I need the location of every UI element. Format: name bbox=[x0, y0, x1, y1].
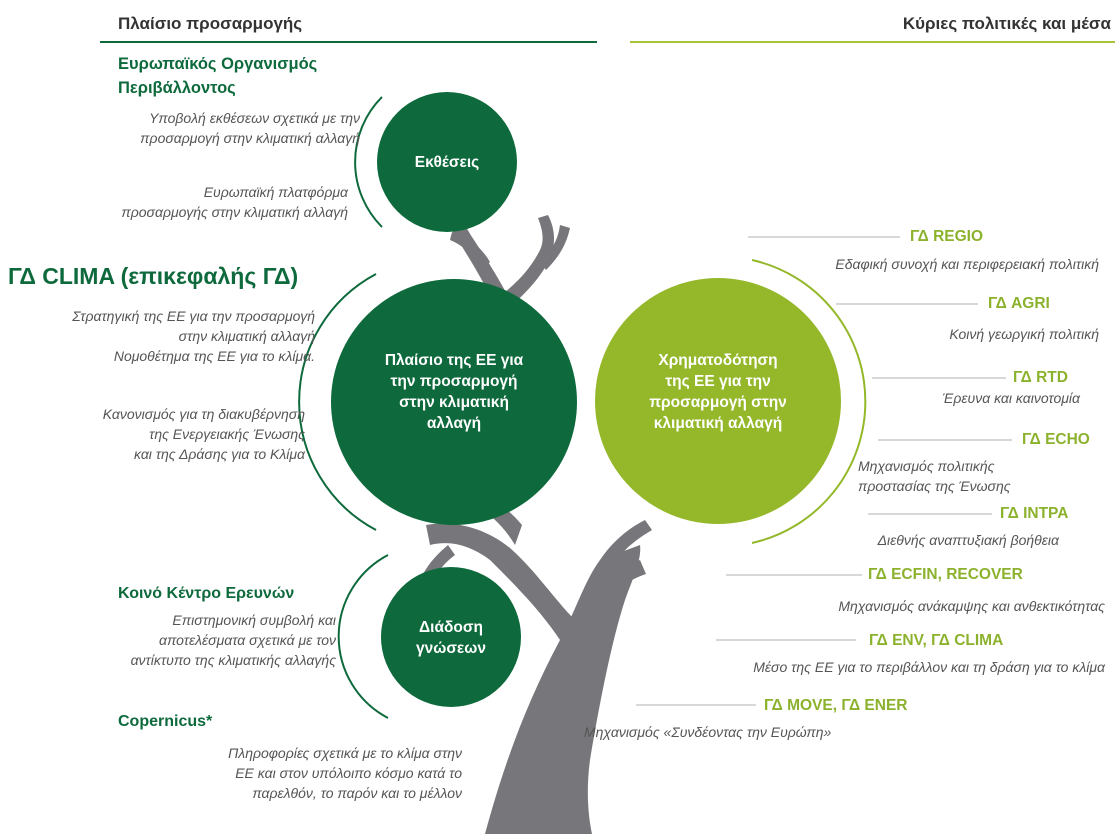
dg-rtd-label: ΓΔ RTD bbox=[1013, 369, 1068, 386]
knowledge-circle bbox=[381, 567, 521, 707]
framework-circle bbox=[331, 279, 577, 525]
dg-regio-desc: Εδαφική συνοχή και περιφερειακή πολιτική bbox=[835, 256, 1099, 272]
dg-intpa-label: ΓΔ INTPA bbox=[1000, 505, 1069, 522]
connector-lines bbox=[636, 236, 1012, 706]
jrc-text: Επιστημονική συμβολή και αποτελέσματα σχ… bbox=[130, 612, 336, 668]
reports-circle-label: Εκθέσεις bbox=[414, 154, 480, 171]
jrc-title: Κοινό Κέντρο Ερευνών bbox=[118, 585, 295, 602]
dg-echo-desc: Μηχανισμός πολιτικής προστασίας της Ένωσ… bbox=[858, 458, 1011, 494]
dg-move-label: ΓΔ MOVE, ΓΔ ENER bbox=[764, 697, 908, 714]
dg-ecfin-desc: Μηχανισμός ανάκαμψης και ανθεκτικότητας bbox=[838, 598, 1105, 614]
eea-platform-text: Ευρωπαϊκή πλατφόρμα προσαρμογής στην κλι… bbox=[121, 184, 348, 220]
dg-rtd-desc: Έρευνα και καινοτομία bbox=[942, 390, 1080, 406]
dg-move-desc: Μηχανισμός «Συνδέοντας την Ευρώπη» bbox=[584, 724, 832, 740]
funding-circle-label: Χρηματοδότηση της ΕΕ για την προσαρμογή … bbox=[649, 352, 787, 432]
knowledge-circle-label: Διάδοση γνώσεων bbox=[415, 619, 486, 657]
clima-title: ΓΔ CLIMA (επικεφαλής ΓΔ) bbox=[8, 263, 299, 289]
reports-arc bbox=[354, 96, 383, 228]
knowledge-arc bbox=[337, 554, 389, 719]
copernicus-text: Πληροφορίες σχετικά με το κλίμα στην ΕΕ … bbox=[228, 745, 462, 801]
reports-circle bbox=[377, 92, 517, 232]
dg-intpa-desc: Διεθνής αναπτυξιακή βοήθεια bbox=[877, 532, 1059, 548]
framework-arc bbox=[298, 273, 377, 531]
dg-regio-label: ΓΔ REGIO bbox=[910, 228, 984, 245]
funding-circle bbox=[595, 278, 841, 524]
framework-circle-label: Πλαίσιο της ΕΕ για την προσαρμογή στην κ… bbox=[384, 352, 524, 432]
dg-env-desc: Μέσο της ΕΕ για το περιβάλλον και τη δρά… bbox=[753, 659, 1105, 675]
dg-env-label: ΓΔ ENV, ΓΔ CLIMA bbox=[869, 632, 1004, 649]
dg-echo-label: ΓΔ ECHO bbox=[1022, 431, 1090, 448]
eea-title: Ευρωπαϊκός Οργανισμός Περιβάλλοντος bbox=[118, 55, 318, 97]
clima-governance-text: Κανονισμός για τη διακυβέρνηση της Ενεργ… bbox=[102, 406, 305, 462]
left-header-title: Πλαίσιο προσαρμογής bbox=[118, 14, 303, 33]
right-header-title: Κύριες πολιτικές και μέσα bbox=[902, 14, 1111, 33]
copernicus-title: Copernicus* bbox=[118, 713, 213, 730]
clima-strategy-text: Στρατηγική της ΕΕ για την προσαρμογή στη… bbox=[72, 308, 315, 364]
eea-reporting-text: Υποβολή εκθέσεων σχετικά με την προσαρμο… bbox=[140, 110, 360, 146]
dg-agri-desc: Κοινή γεωργική πολιτική bbox=[949, 326, 1099, 342]
dg-ecfin-label: ΓΔ ECFIN, RECOVER bbox=[868, 566, 1023, 583]
dg-agri-label: ΓΔ AGRI bbox=[988, 295, 1050, 312]
funding-arc bbox=[751, 259, 867, 544]
